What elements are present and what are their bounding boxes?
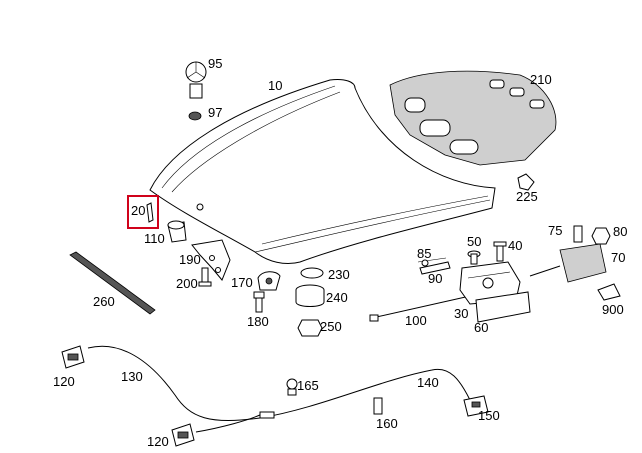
label-10: 10 bbox=[268, 78, 282, 93]
part-110[interactable] bbox=[167, 220, 187, 243]
highlighted-part-20[interactable] bbox=[127, 195, 159, 229]
label-250: 250 bbox=[320, 319, 342, 334]
hood-hinge[interactable] bbox=[191, 239, 231, 281]
label-70: 70 bbox=[611, 250, 625, 265]
label-160: 160 bbox=[376, 416, 398, 431]
bolt-180[interactable] bbox=[253, 291, 265, 313]
spring-85[interactable] bbox=[417, 257, 447, 267]
clip-165[interactable] bbox=[286, 378, 298, 396]
bolt-40[interactable] bbox=[493, 241, 507, 262]
label-190: 190 bbox=[179, 252, 201, 267]
bump-stop-230[interactable] bbox=[300, 267, 324, 279]
label-150: 150 bbox=[478, 408, 500, 423]
latch-plate-60[interactable] bbox=[475, 291, 531, 323]
label-110: 110 bbox=[144, 231, 165, 246]
label-95: 95 bbox=[208, 56, 222, 71]
label-260: 260 bbox=[93, 294, 115, 309]
label-97: 97 bbox=[208, 105, 222, 120]
release-module-70[interactable] bbox=[529, 243, 607, 283]
label-120-lower: 120 bbox=[147, 434, 169, 449]
label-130: 130 bbox=[121, 369, 143, 384]
emblem-grommet[interactable] bbox=[188, 111, 202, 121]
label-200: 200 bbox=[176, 276, 198, 291]
cable-end-150[interactable] bbox=[463, 395, 489, 417]
clip-225[interactable] bbox=[517, 173, 535, 191]
label-240: 240 bbox=[326, 290, 348, 305]
gas-strut[interactable] bbox=[369, 295, 471, 322]
label-900: 900 bbox=[602, 302, 624, 317]
label-230: 230 bbox=[328, 267, 350, 282]
nut-80[interactable] bbox=[591, 227, 611, 245]
bracket-170[interactable] bbox=[257, 271, 281, 291]
label-80: 80 bbox=[613, 224, 627, 239]
label-120-upper: 120 bbox=[53, 374, 75, 389]
hood-latch[interactable] bbox=[459, 261, 521, 305]
label-40: 40 bbox=[508, 238, 522, 253]
label-90: 90 bbox=[428, 271, 442, 286]
nut-250[interactable] bbox=[297, 319, 323, 337]
release-cable[interactable] bbox=[87, 345, 471, 433]
label-170: 170 bbox=[231, 275, 253, 290]
label-20: 20 bbox=[131, 203, 145, 218]
insulation-mat[interactable] bbox=[389, 70, 557, 166]
label-165: 165 bbox=[297, 378, 319, 393]
label-180: 180 bbox=[247, 314, 269, 329]
release-handle-lower[interactable] bbox=[171, 423, 195, 447]
hood-panel[interactable] bbox=[149, 79, 496, 265]
sealing-strip[interactable] bbox=[69, 251, 156, 315]
label-140: 140 bbox=[417, 375, 439, 390]
release-handle-upper[interactable] bbox=[61, 345, 85, 369]
callout-labels: 10 20 30 40 50 60 70 75 80 85 90 95 97 1… bbox=[53, 56, 627, 449]
label-100: 100 bbox=[405, 313, 427, 328]
lever-90[interactable] bbox=[419, 261, 451, 275]
bump-stop-240[interactable] bbox=[295, 284, 325, 307]
label-75: 75 bbox=[548, 223, 562, 238]
bolt-50[interactable] bbox=[467, 250, 481, 265]
label-50: 50 bbox=[467, 234, 481, 249]
label-85: 85 bbox=[417, 246, 431, 261]
star-emblem[interactable] bbox=[185, 61, 207, 99]
label-225: 225 bbox=[516, 189, 538, 204]
label-60: 60 bbox=[474, 320, 488, 335]
screw-75[interactable] bbox=[573, 225, 583, 243]
label-30: 30 bbox=[454, 306, 468, 321]
hinge-screw[interactable] bbox=[198, 267, 212, 287]
clip-160[interactable] bbox=[373, 397, 383, 415]
connector-900[interactable] bbox=[597, 283, 621, 301]
label-210: 210 bbox=[530, 72, 552, 87]
